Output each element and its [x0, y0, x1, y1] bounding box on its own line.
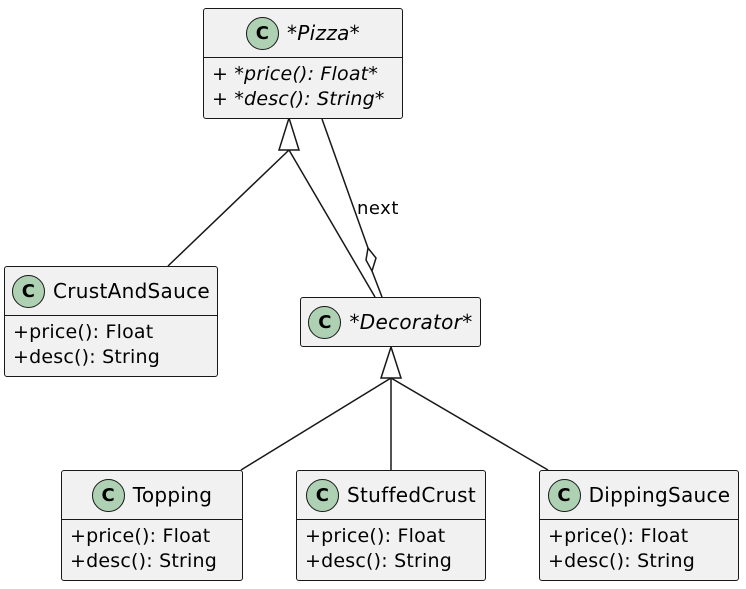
class-dippingsauce-divider [540, 519, 738, 520]
class-pizza-members: + *price(): Float* + *desc(): String* [204, 58, 402, 116]
class-c-icon: C [11, 274, 45, 308]
class-pizza-method-desc: + *desc(): String* [212, 88, 385, 110]
class-stuffedcrust-members: +price(): Float +desc(): String [297, 520, 485, 578]
class-dippingsauce-name: DippingSauce [588, 483, 731, 507]
class-crustandsauce-name: CrustAndSauce [52, 279, 210, 303]
class-stuffedcrust-method-price: +price(): Float [305, 525, 446, 547]
class-crustandsauce-header: C CrustAndSauce [5, 267, 217, 315]
class-crustandsauce-members: +price(): Float +desc(): String [5, 316, 217, 374]
class-dippingsauce[interactable]: C DippingSauce +price(): Float +desc(): … [539, 470, 739, 581]
class-c-icon: C [305, 478, 339, 512]
class-dippingsauce-method-price: +price(): Float [548, 525, 689, 547]
edge-topping-to-decorator [240, 377, 392, 471]
class-pizza-divider [204, 57, 402, 58]
class-crustandsauce-method-price: +price(): Float [13, 321, 154, 343]
class-stuffedcrust-header: C StuffedCrust [297, 471, 485, 519]
class-decorator-header: C *Decorator* [301, 298, 480, 346]
class-c-icon: C [246, 16, 279, 50]
class-pizza-name: *Pizza* [287, 21, 360, 45]
inheritance-arrowhead-pizza [277, 115, 301, 151]
class-topping[interactable]: C Topping +price(): Float +desc(): Strin… [61, 470, 243, 581]
class-decorator-name: *Decorator* [349, 310, 473, 334]
class-topping-name: Topping [132, 483, 213, 507]
class-stuffedcrust[interactable]: C StuffedCrust +price(): Float +desc(): … [296, 470, 486, 581]
class-topping-header: C Topping [62, 471, 242, 519]
class-pizza-header: C *Pizza* [204, 9, 402, 57]
class-topping-divider [62, 519, 242, 520]
class-dippingsauce-members: +price(): Float +desc(): String [540, 520, 738, 578]
class-stuffedcrust-name: StuffedCrust [346, 483, 477, 507]
class-pizza[interactable]: C *Pizza* + *price(): Float* + *desc(): … [203, 8, 403, 119]
class-crustandsauce-method-desc: +desc(): String [13, 346, 160, 368]
class-dippingsauce-method-desc: +desc(): String [548, 550, 695, 572]
class-decorator[interactable]: C *Decorator* [300, 297, 481, 347]
inheritance-arrowhead-decorator [379, 344, 403, 379]
class-c-icon: C [91, 478, 125, 512]
class-crustandsauce-divider [5, 315, 217, 316]
edge-dippingsauce-to-decorator [390, 377, 549, 471]
class-topping-method-desc: +desc(): String [70, 550, 217, 572]
class-dippingsauce-header: C DippingSauce [540, 471, 738, 519]
edge-aggregation-next [321, 118, 369, 249]
aggregation-diamond [365, 246, 377, 273]
edge-crustandsauce-to-pizza [167, 149, 290, 267]
class-crustandsauce[interactable]: C CrustAndSauce +price(): Float +desc():… [4, 266, 218, 377]
class-topping-members: +price(): Float +desc(): String [62, 520, 242, 578]
class-c-icon: C [547, 478, 581, 512]
class-pizza-method-price: + *price(): Float* [212, 63, 379, 85]
edge-label-next: next [357, 198, 399, 219]
class-c-icon: C [308, 305, 342, 339]
class-stuffedcrust-divider [297, 519, 485, 520]
class-stuffedcrust-method-desc: +desc(): String [305, 550, 452, 572]
class-topping-method-price: +price(): Float [70, 525, 211, 547]
edge-aggregation-tail [371, 270, 383, 298]
edge-decorator-to-pizza [288, 149, 376, 298]
